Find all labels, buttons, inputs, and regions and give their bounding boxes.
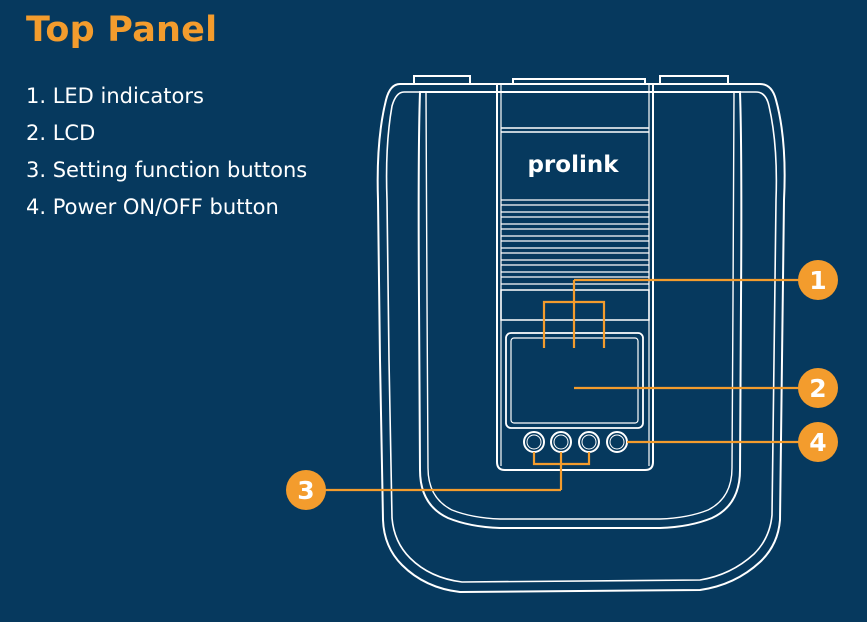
- device-top-plate-inner: [425, 91, 735, 520]
- callout-1-badge: 1: [798, 260, 838, 300]
- lcd-screen-inner: [510, 337, 639, 424]
- control-panel-frame: [500, 289, 650, 321]
- device-outer-contour: [385, 91, 778, 583]
- callout-2-badge: 2: [798, 368, 838, 408]
- legend-item-power-button: 4. Power ON/OFF button: [26, 195, 279, 219]
- legend-list: 1. LED indicators 2. LCD 3. Setting func…: [26, 78, 307, 226]
- vent-slats: [501, 199, 649, 285]
- callout-lines: [325, 278, 800, 492]
- callout-4-badge: 4: [798, 422, 838, 462]
- device-top-plate: [417, 91, 743, 529]
- brand-logo: prolink: [527, 152, 619, 178]
- top-handles: [413, 75, 729, 84]
- callout-3-badge: 3: [286, 470, 326, 510]
- page-title: Top Panel: [26, 10, 218, 50]
- svg-text:2: 2: [809, 374, 826, 403]
- control-column: [496, 84, 654, 471]
- legend-item-led: 1. LED indicators: [26, 84, 204, 108]
- legend-item-lcd: 2. LCD: [26, 121, 96, 145]
- svg-text:3: 3: [297, 476, 314, 505]
- svg-text:1: 1: [809, 266, 826, 295]
- legend-item-setting-buttons: 3. Setting function buttons: [26, 158, 308, 182]
- device-outer-body: [376, 83, 786, 594]
- svg-text:4: 4: [809, 428, 826, 457]
